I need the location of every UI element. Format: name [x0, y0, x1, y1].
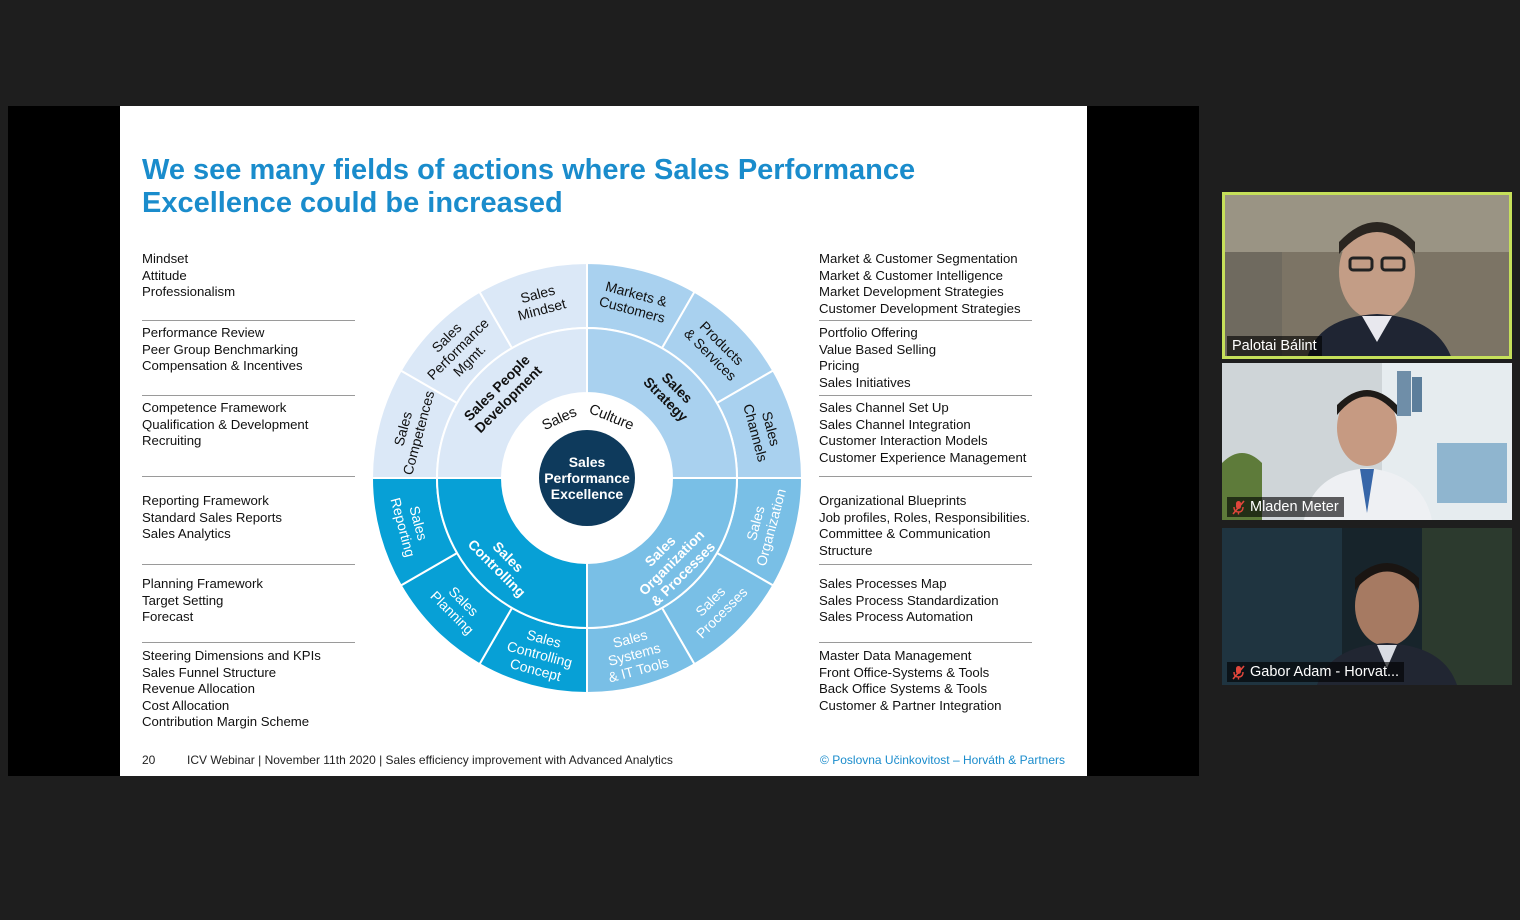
separator-line	[819, 476, 1032, 477]
action-item: Peer Group Benchmarking	[142, 341, 299, 357]
mic-muted-icon	[1232, 664, 1245, 680]
separator-line	[819, 395, 1032, 396]
action-item: Market & Customer Intelligence	[819, 267, 1003, 283]
action-item: Planning Framework	[142, 576, 263, 591]
action-item: Back Office Systems & Tools	[819, 681, 988, 696]
action-item: Reporting Framework	[142, 493, 269, 508]
action-item: Contribution Margin Scheme	[142, 714, 310, 729]
participant-name-label: Gabor Adam - Horvat...	[1227, 662, 1405, 682]
action-item: Steering Dimensions and KPIs	[142, 648, 321, 663]
participant-name-label: Mladen Meter	[1227, 497, 1344, 517]
participant-name: Palotai Bálint	[1232, 338, 1317, 354]
wheel-center-label-line: Sales	[569, 454, 606, 470]
separator-line	[142, 476, 355, 477]
action-item: Customer Development Strategies	[819, 300, 1021, 316]
wheel-quadrant	[586, 477, 739, 630]
action-item: Recruiting	[142, 433, 202, 448]
action-item: Compensation & Incentives	[142, 358, 303, 373]
participant-video-feed	[1222, 363, 1512, 520]
action-item: Standard Sales Reports	[142, 509, 283, 525]
action-item: Customer Experience Management	[819, 449, 1027, 465]
action-item: Performance Review	[142, 325, 265, 340]
action-item: Job profiles, Roles, Responsibilities.	[819, 509, 1031, 525]
action-item: Qualification & Development	[142, 416, 309, 432]
action-item: Sales Funnel Structure	[142, 664, 277, 680]
separator-line	[819, 642, 1032, 643]
separator-line	[819, 564, 1032, 565]
participant-name-label: Palotai Bálint	[1227, 336, 1322, 356]
action-item: Customer Interaction Models	[819, 433, 988, 448]
action-item: Professionalism	[142, 284, 236, 299]
action-item: Committee & Communication	[819, 526, 991, 541]
participant-video-feed	[1222, 528, 1512, 685]
action-item: Customer & Partner Integration	[819, 697, 1002, 713]
wheel-quadrant	[435, 326, 588, 479]
participant-tile-palotai[interactable]: Palotai Bálint	[1222, 192, 1512, 359]
action-item: Cost Allocation	[142, 697, 230, 713]
action-item: Sales Channel Set Up	[819, 400, 949, 415]
action-item: Master Data Management	[819, 648, 972, 663]
action-item: Sales Channel Integration	[819, 416, 971, 432]
separator-line	[142, 564, 355, 565]
separator-line	[142, 320, 355, 321]
separator-line	[142, 395, 355, 396]
action-item: Structure	[819, 542, 873, 558]
action-item: Value Based Selling	[819, 341, 937, 357]
action-item: Mindset	[142, 251, 189, 266]
action-item: Revenue Allocation	[142, 681, 255, 696]
separator-line	[819, 320, 1032, 321]
slide-title: We see many fields of actions where Sale…	[142, 154, 916, 219]
wheel-center	[539, 430, 635, 526]
participant-tile-mladen[interactable]: Mladen Meter	[1222, 363, 1512, 520]
presentation-slide: We see many fields of actions where Sale…	[120, 106, 1087, 776]
wheel-quadrant	[435, 477, 588, 630]
slide-footer-copyright: © Poslovna Učinkovitost – Horváth & Part…	[820, 753, 1065, 767]
action-item: Organizational Blueprints	[819, 493, 967, 508]
sales-performance-wheel: SalesCompetencesSalesPerformanceMgmt.Sal…	[370, 261, 804, 695]
action-item: Market Development Strategies	[819, 284, 1004, 299]
separator-line	[142, 642, 355, 643]
participant-name: Mladen Meter	[1250, 499, 1339, 515]
action-item: Sales Process Automation	[819, 609, 973, 624]
action-item: Portfolio Offering	[819, 325, 918, 340]
action-item: Pricing	[819, 358, 860, 373]
participant-tile-gabor[interactable]: Gabor Adam - Horvat...	[1222, 528, 1512, 685]
slide-page-number: 20	[142, 753, 156, 767]
action-item: Sales Analytics	[142, 526, 231, 541]
action-item: Attitude	[142, 267, 187, 283]
action-item: Competence Framework	[142, 400, 287, 415]
action-item: Sales Initiatives	[819, 374, 911, 390]
wheel-center-label-line: Excellence	[551, 486, 624, 502]
action-item: Market & Customer Segmentation	[819, 251, 1018, 266]
action-item: Sales Processes Map	[819, 576, 947, 591]
action-item: Sales Process Standardization	[819, 592, 999, 608]
action-item: Front Office-Systems & Tools	[819, 664, 990, 680]
participant-name: Gabor Adam - Horvat...	[1250, 664, 1400, 680]
action-item: Target Setting	[142, 592, 224, 608]
slide-footer-text: ICV Webinar | November 11th 2020 | Sales…	[187, 753, 673, 767]
wheel-center-label-line: Performance	[544, 470, 630, 486]
mic-muted-icon	[1232, 499, 1245, 515]
participant-video-feed	[1222, 192, 1512, 359]
action-item: Forecast	[142, 609, 194, 624]
